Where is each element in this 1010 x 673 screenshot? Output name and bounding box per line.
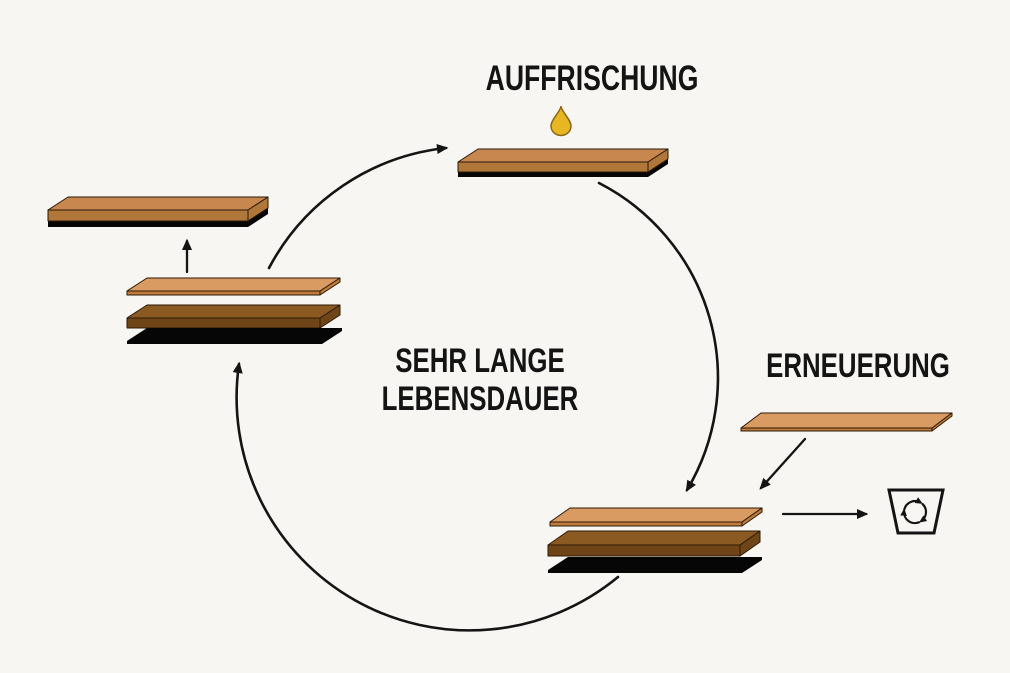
cycle-arc-to-refresh bbox=[267, 143, 449, 270]
veneer-layer bbox=[126, 277, 341, 296]
label-lifespan-line2: LEBENSDAUER bbox=[381, 380, 579, 418]
label-erneuerung: ERNEUERUNG bbox=[766, 347, 950, 385]
underlay-layer bbox=[127, 328, 342, 344]
label-lifespan: SEHR LANGE LEBENSDAUER bbox=[382, 342, 579, 418]
stack-exploded-left bbox=[126, 277, 342, 344]
arrow-new-layer-down bbox=[759, 437, 807, 490]
plank-refreshed bbox=[47, 196, 269, 227]
plank-new-layer bbox=[740, 412, 953, 432]
underlay-layer bbox=[548, 557, 762, 573]
stack-exploded-right bbox=[547, 507, 763, 573]
veneer-layer bbox=[549, 507, 763, 527]
core-layer bbox=[126, 304, 341, 329]
label-auffrischung: AUFFRISCHUNG bbox=[485, 59, 699, 98]
label-lifespan-line1: SEHR LANGE bbox=[395, 342, 565, 380]
core-layer bbox=[547, 530, 761, 557]
oil-drop-icon bbox=[550, 105, 572, 137]
cycle-arc-to-renewed bbox=[232, 361, 620, 632]
recycle-arrows-icon bbox=[900, 497, 928, 525]
plank-refresh bbox=[457, 148, 669, 177]
recycle-bin-icon bbox=[887, 488, 945, 535]
cycle-arc-to-worn bbox=[597, 181, 720, 493]
